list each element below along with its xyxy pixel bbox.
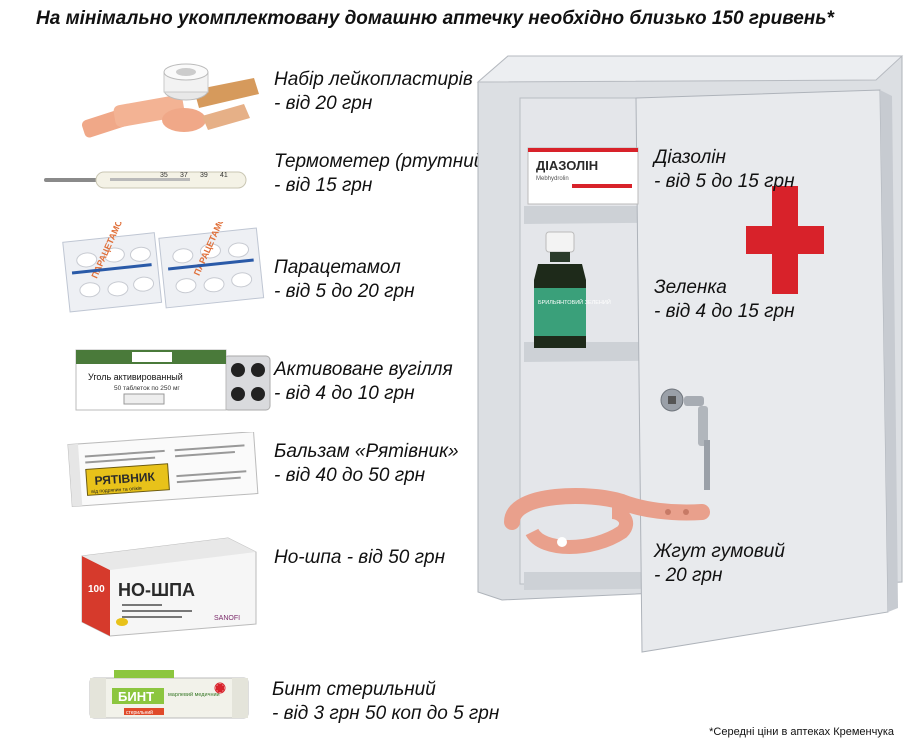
item-plasters-name: Набір лейкопластирів bbox=[274, 69, 473, 90]
item-thermometer-price: - від 15 грн bbox=[274, 175, 373, 196]
svg-text:41: 41 bbox=[220, 172, 228, 179]
bint-type: марлевий медичний bbox=[168, 691, 220, 698]
nospa-image: 100 НО-ШПА SANOFI bbox=[81, 537, 257, 637]
item-nospa-name: Но-шпа - від 50 грн bbox=[274, 547, 446, 568]
item-thermometer-name: Термометер (ртутний) bbox=[274, 151, 491, 172]
item-carbon-label: Активоване вугілля - від 4 до 10 грн bbox=[274, 358, 453, 406]
svg-text:37: 37 bbox=[180, 172, 188, 179]
zelenka-label: БРИЛЬЯНТОВИЙ ЗЕЛЕНИЙ bbox=[538, 298, 611, 306]
activated-carbon-image: Уголь активированный 50 таблеток по 250 … bbox=[75, 349, 271, 411]
paracetamol-image: ПАРАЦЕТАМОЛ ПАРАЦЕТАМОЛ bbox=[62, 222, 265, 313]
cabinet-zelenka-price: - від 4 до 15 грн bbox=[654, 301, 795, 322]
nospa-brand: НО-ШПА bbox=[118, 580, 195, 600]
item-carbon-name: Активоване вугілля bbox=[274, 359, 453, 380]
headline: На мінімально укомплектовану домашню апт… bbox=[36, 8, 834, 29]
cabinet-zelenka-label: Зеленка - від 4 до 15 грн bbox=[654, 276, 795, 324]
key-lock-icon bbox=[660, 388, 710, 490]
bint-sub: стерильний bbox=[126, 709, 153, 716]
item-balm-price: - від 40 до 50 грн bbox=[274, 465, 426, 486]
cabinet-diazolin-price: - від 5 до 15 грн bbox=[654, 171, 795, 192]
balm-brand: РЯТІВНИК bbox=[94, 470, 156, 488]
first-aid-cabinet: ДІАЗОЛІН Mebhydrolin БРИЛЬЯНТОВИЙ ЗЕЛЕНИ… bbox=[476, 55, 904, 653]
item-paracetamol-label: Парацетамол - від 5 до 20 грн bbox=[274, 256, 415, 304]
diazolin-sub: Mebhydrolin bbox=[536, 176, 569, 182]
cabinet-tourniquet-name: Жгут гумовий bbox=[654, 541, 785, 562]
cabinet-diazolin-name: Діазолін bbox=[654, 147, 726, 168]
item-plasters-label: Набір лейкопластирів - від 20 грн bbox=[274, 68, 473, 116]
item-nospa-label: Но-шпа - від 50 грн bbox=[274, 546, 445, 570]
carbon-sub: 50 таблеток по 250 мг bbox=[114, 384, 180, 392]
item-carbon-price: - від 4 до 10 грн bbox=[274, 383, 415, 404]
svg-text:35: 35 bbox=[160, 172, 168, 179]
balm-image: РЯТІВНИК від подряпин та опіків bbox=[67, 432, 259, 508]
thermometer-image: 35 37 39 41 bbox=[44, 171, 247, 189]
zelenka-bottle: БРИЛЬЯНТОВИЙ ЗЕЛЕНИЙ bbox=[534, 231, 611, 348]
diazolin-box: ДІАЗОЛІН Mebhydrolin bbox=[527, 147, 639, 205]
nospa-count: 100 bbox=[88, 584, 105, 595]
item-plasters-price: - від 20 грн bbox=[274, 93, 373, 114]
diazolin-brand: ДІАЗОЛІН bbox=[536, 158, 598, 173]
cabinet-diazolin-label: Діазолін - від 5 до 15 грн bbox=[654, 146, 795, 194]
item-thermometer-label: Термометер (ртутний) - від 15 грн bbox=[274, 150, 491, 198]
nospa-maker: SANOFI bbox=[214, 615, 240, 622]
tourniquet bbox=[504, 488, 710, 554]
cabinet-zelenka-name: Зеленка bbox=[654, 277, 727, 298]
item-bandage-label: Бинт стерильний - від 3 грн 50 коп до 5 … bbox=[272, 678, 499, 726]
item-bandage-price: - від 3 грн 50 коп до 5 грн bbox=[272, 703, 500, 724]
bandage-image: БИНТ марлевий медичний стерильний bbox=[89, 670, 249, 719]
item-bandage-name: Бинт стерильний bbox=[272, 679, 436, 700]
balm-sub: від подряпин та опіків bbox=[91, 486, 142, 496]
red-cross-icon bbox=[746, 186, 824, 294]
cabinet-tourniquet-price: - 20 грн bbox=[654, 565, 723, 586]
cabinet-tourniquet-label: Жгут гумовий - 20 грн bbox=[654, 540, 785, 588]
plasters-image bbox=[81, 63, 259, 138]
item-balm-label: Бальзам «Рятівник» - від 40 до 50 грн bbox=[274, 440, 459, 488]
item-paracetamol-name: Парацетамол bbox=[274, 257, 401, 278]
item-balm-name: Бальзам «Рятівник» bbox=[274, 441, 459, 462]
item-paracetamol-price: - від 5 до 20 грн bbox=[274, 281, 415, 302]
bint-brand: БИНТ bbox=[118, 689, 154, 704]
footnote: *Середні ціни в аптеках Кременчука bbox=[709, 726, 894, 738]
svg-text:39: 39 bbox=[200, 172, 208, 179]
carbon-title: Уголь активированный bbox=[88, 372, 183, 382]
